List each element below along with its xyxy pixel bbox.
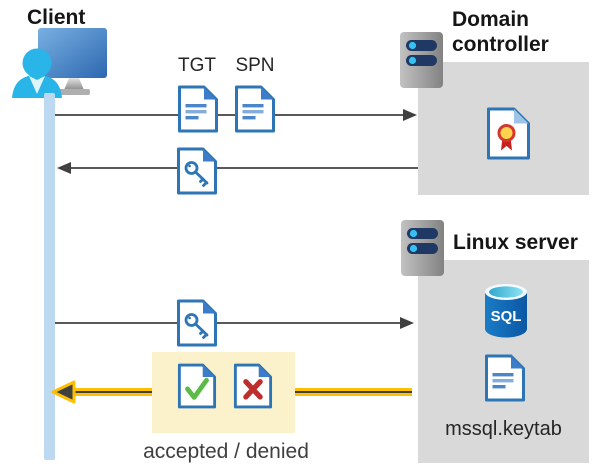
denied-document-icon: [233, 363, 273, 409]
sql-database-icon: SQL: [485, 284, 527, 338]
keytab-label: mssql.keytab: [445, 418, 562, 440]
check-icon: [185, 377, 209, 400]
accepted-document-icon: [177, 363, 217, 409]
certificate-document-icon: [487, 107, 530, 160]
key-ticket-document-icon: [177, 147, 217, 195]
arrow-present-ticket-head: [400, 317, 414, 329]
result-highlight-box: [152, 352, 295, 433]
certificate-seal: [497, 124, 516, 142]
monitor-icon: [38, 28, 107, 95]
domain-controller-server-icon: [400, 32, 443, 88]
result-label: accepted / denied: [143, 440, 309, 463]
keytab-document-icon: [485, 354, 525, 402]
tgt-document-icon: [178, 85, 218, 133]
client-lifeline: [44, 93, 55, 460]
arrow-present-ticket-line: [55, 322, 402, 324]
arrow-request-tgt-head: [403, 109, 417, 121]
client-label: Client: [27, 6, 86, 29]
sql-badge-text: SQL: [491, 308, 522, 325]
spn-document-icon: [235, 85, 275, 133]
key-ticket-document-icon: [177, 299, 217, 347]
person-icon: [12, 48, 62, 98]
arrow-request-tgt-line: [55, 114, 405, 116]
key-icon: [184, 161, 209, 187]
spn-label: SPN: [235, 55, 275, 76]
key-icon: [184, 313, 209, 339]
domain-controller-label: Domain controller: [452, 8, 549, 56]
linux-server-icon: [401, 220, 444, 276]
tgt-label: TGT: [178, 55, 216, 76]
arrow-ticket-reply-head: [57, 162, 71, 174]
arrow-result-head: [51, 380, 76, 404]
arrow-ticket-reply-line: [69, 167, 418, 169]
x-icon: [243, 379, 263, 400]
linux-server-label: Linux server: [453, 231, 578, 254]
client-workstation-icon: [12, 28, 107, 98]
